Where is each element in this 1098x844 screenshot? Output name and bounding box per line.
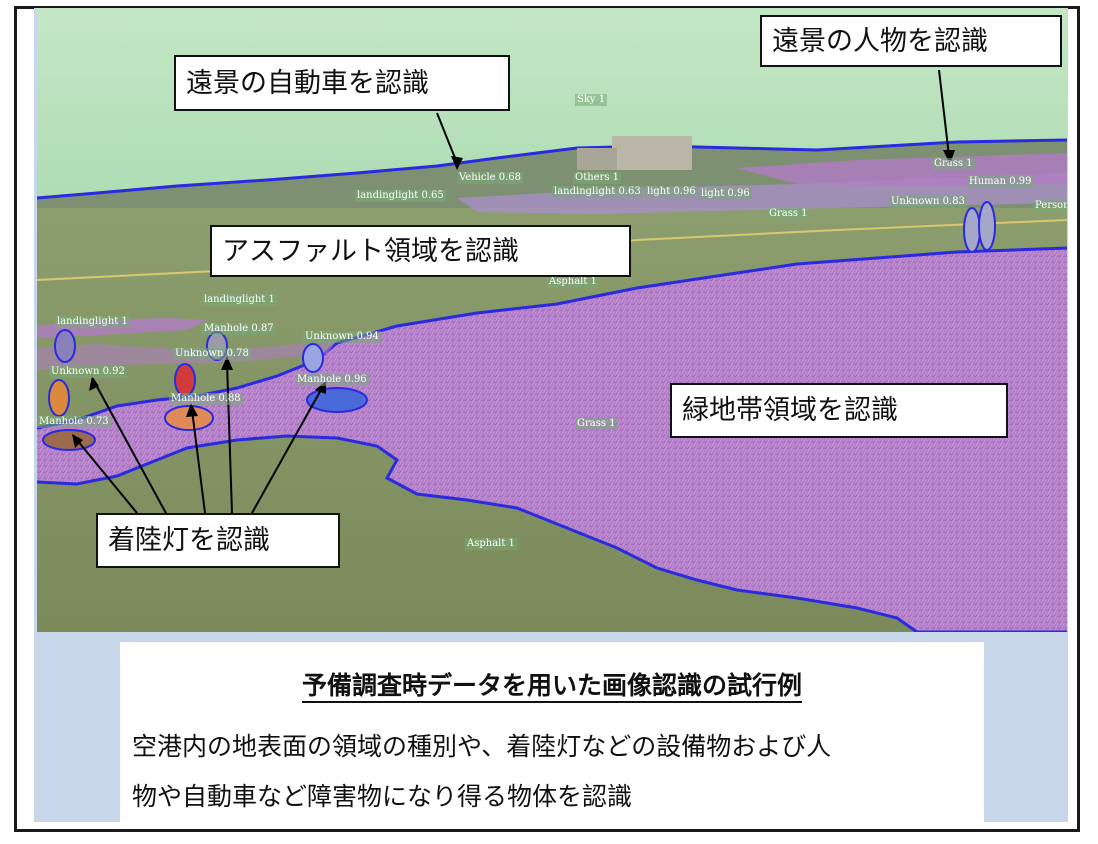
caption-line-2: 物や自動車など障害物になり得る物体を認識 xyxy=(132,782,633,811)
caption-body: 空港内の地表面の領域の種別や、着陸灯などの設備物および人 物や自動車など障害物に… xyxy=(132,722,982,822)
seg-label-light: light 0.96 xyxy=(699,188,752,200)
seg-label-unknown: Unknown 0.78 xyxy=(173,348,251,360)
caption-title-text: 予備調査時データを用いた画像認識の試行例 xyxy=(301,671,802,703)
seg-label-vehicle: Vehicle 0.68 xyxy=(457,172,524,184)
manhole-3 xyxy=(306,387,368,413)
landing-light-1 xyxy=(54,329,76,363)
seg-label-manhole: Manhole 0.88 xyxy=(169,393,243,405)
person-2 xyxy=(978,201,996,251)
arrow-heads xyxy=(72,150,955,448)
seg-label-light: light 0.96 xyxy=(645,186,698,198)
seg-label-sky: Sky 1 xyxy=(575,94,608,106)
manhole-2 xyxy=(164,405,214,431)
far-building-2 xyxy=(577,148,617,170)
seg-label-landinglight: landinglight 0.65 xyxy=(355,190,446,202)
seg-label-landinglight: landinglight 1 xyxy=(55,316,130,328)
seg-label-unknown: Unknown 0.94 xyxy=(303,331,381,343)
seg-label-manhole: Manhole 0.96 xyxy=(295,374,369,386)
seg-label-others: Others 1 xyxy=(573,172,622,184)
seg-label-human: Human 0.99 xyxy=(967,176,1034,188)
seg-label-asphalt: Asphalt 1 xyxy=(547,276,599,288)
seg-label-asphalt: Asphalt 1 xyxy=(465,538,517,550)
seg-label-manhole: Manhole 0.73 xyxy=(37,416,111,428)
landing-light-3 xyxy=(174,363,196,397)
callout-asphalt: アスファルト領域を認識 xyxy=(210,225,631,277)
figure-caption: 予備調査時データを用いた画像認識の試行例 空港内の地表面の領域の種別や、着陸灯な… xyxy=(120,642,984,826)
seg-label-landinglight: landinglight 1 xyxy=(202,294,277,306)
annotation-arrows xyxy=(76,69,950,516)
landing-light-2 xyxy=(48,379,70,417)
caption-title: 予備調査時データを用いた画像認識の試行例 xyxy=(120,666,984,703)
seg-label-manhole: Manhole 0.87 xyxy=(202,323,276,335)
landing-light-5 xyxy=(302,343,324,373)
callout-far-person: 遠景の人物を認識 xyxy=(760,15,1062,67)
callout-far-vehicle: 遠景の自動車を認識 xyxy=(174,55,510,111)
seg-label-landinglight: landinglight 0.63 xyxy=(552,186,643,198)
far-building xyxy=(612,136,692,170)
sky-boundary xyxy=(37,138,1067,200)
seg-label-person: Person xyxy=(1033,200,1067,212)
manhole-1 xyxy=(42,429,96,451)
seg-label-unknown: Unknown 0.92 xyxy=(49,366,127,378)
seg-label-grass: Grass 1 xyxy=(932,158,975,170)
grass-region xyxy=(37,248,1067,632)
callout-landing-light: 着陸灯を認識 xyxy=(96,513,340,568)
seg-label-grass: Grass 1 xyxy=(575,418,618,430)
person-1 xyxy=(963,207,981,253)
caption-line-1: 空港内の地表面の領域の種別や、着陸灯などの設備物および人 xyxy=(132,732,832,761)
callout-green-area: 緑地帯領域を認識 xyxy=(670,383,1008,438)
seg-label-grass: Grass 1 xyxy=(767,208,810,220)
seg-label-unknown: Unknown 0.83 xyxy=(889,196,967,208)
